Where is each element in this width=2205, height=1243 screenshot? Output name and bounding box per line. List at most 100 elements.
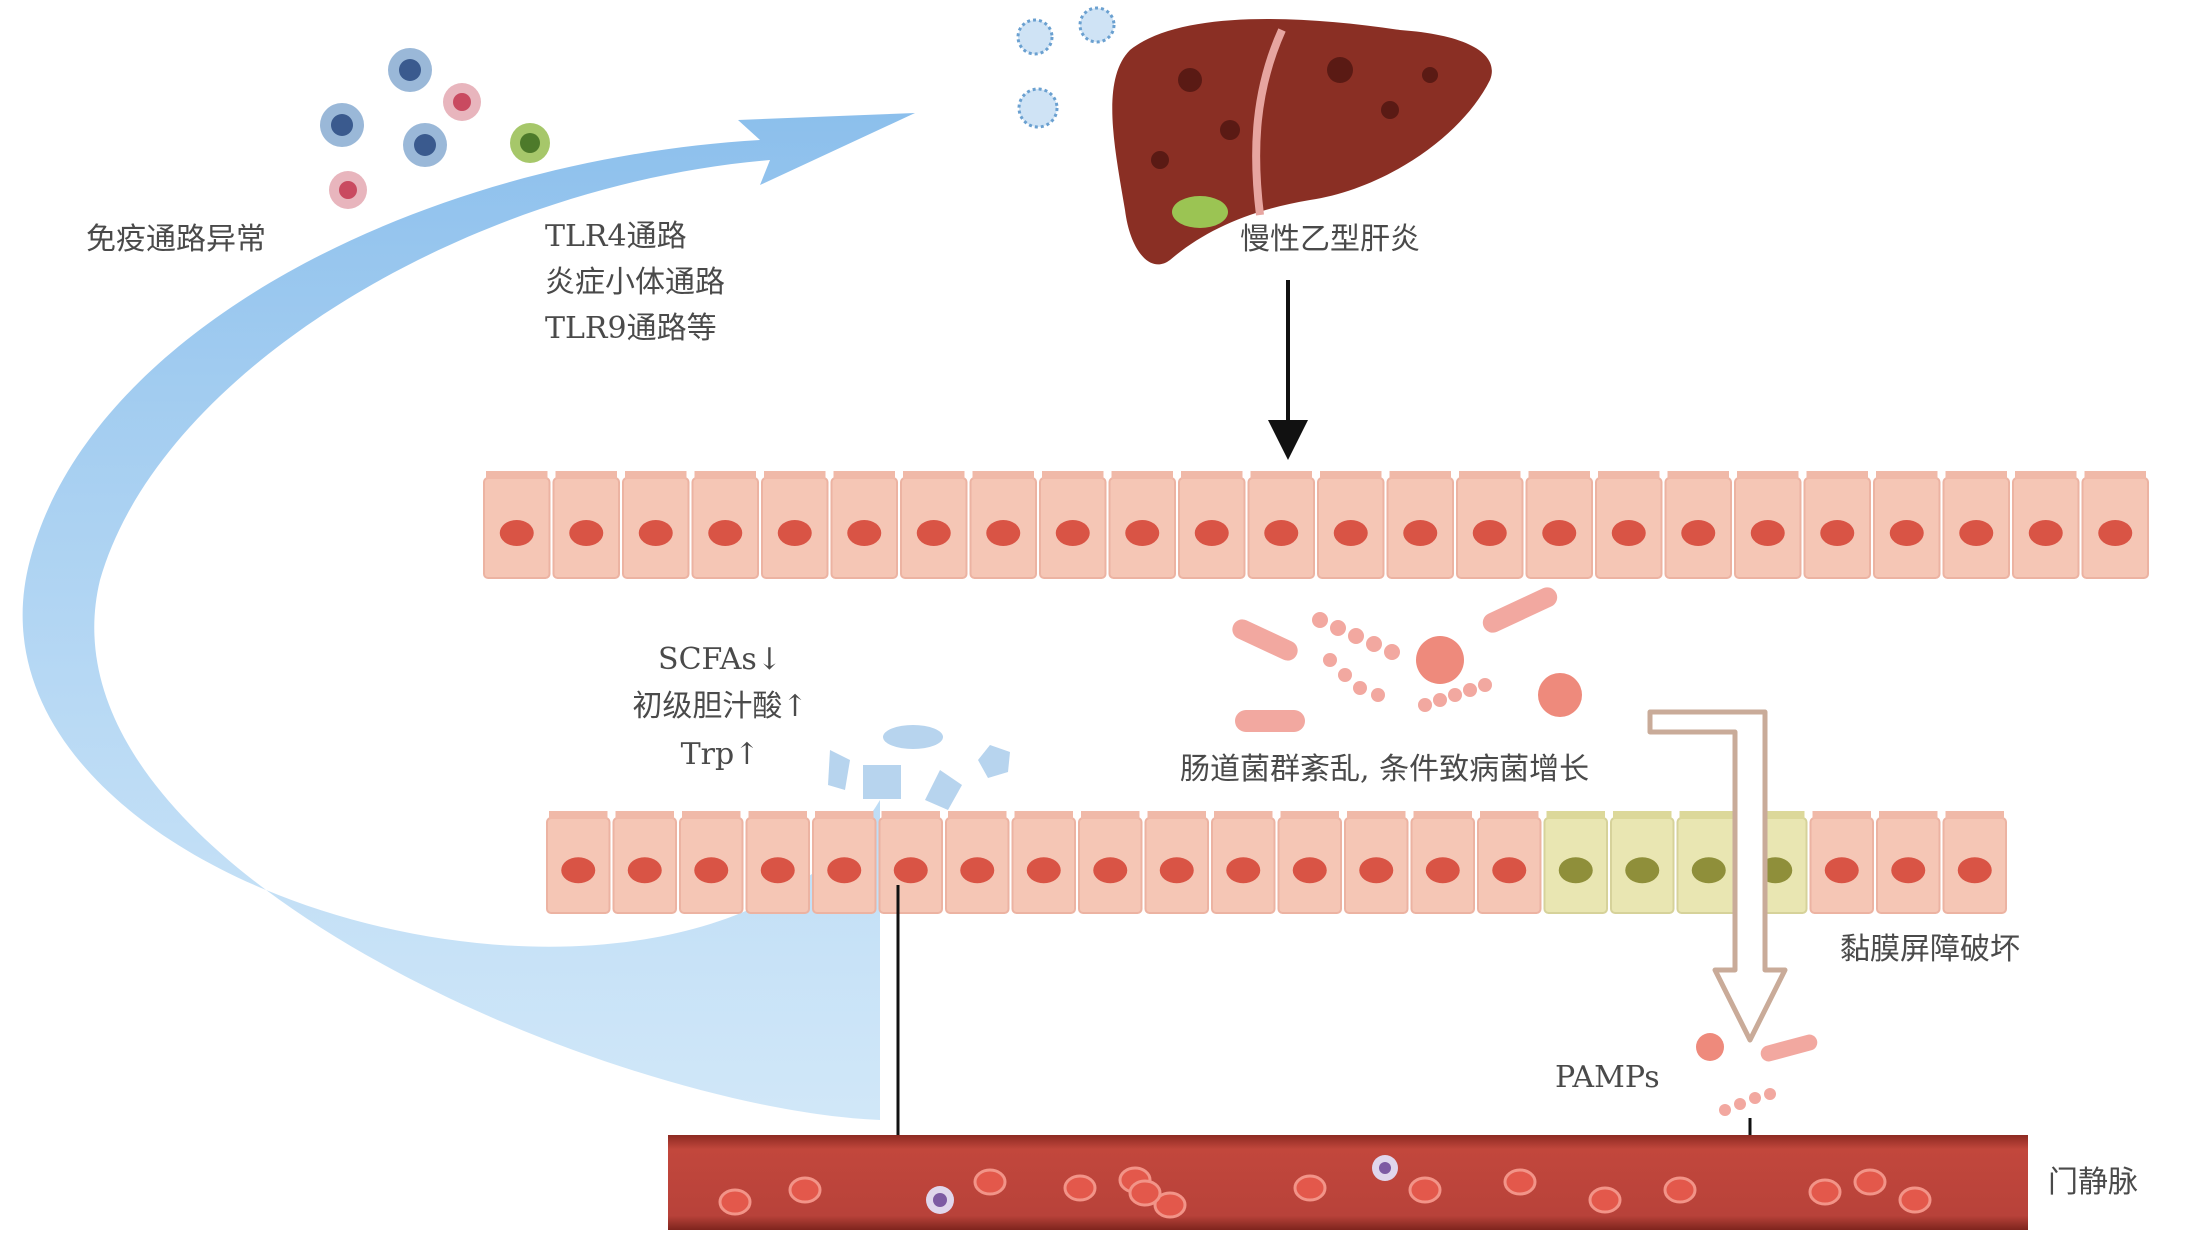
hbv-virus-cluster: [1016, 6, 1116, 129]
red-blood-cell-icon: [1063, 1174, 1097, 1202]
red-blood-cell-icon: [973, 1168, 1007, 1196]
bacterium-icon: [1482, 587, 1558, 633]
epithelial-cell: [1676, 811, 1741, 914]
pamps-label: PAMPs: [1555, 1060, 1660, 1095]
epithelial-cell: [1039, 471, 1107, 579]
epithelial-cell: [1595, 471, 1663, 579]
epithelial-cell: [1477, 811, 1542, 914]
white-blood-cell-icon: [1372, 1155, 1398, 1181]
pathway-label-tlr9: TLR9通路等: [545, 311, 717, 346]
portal-vein-label: 门静脉: [2048, 1165, 2138, 1200]
epithelial-cell: [1876, 811, 1941, 914]
epithelial-cell: [1410, 811, 1475, 914]
red-blood-cell-icon: [1128, 1179, 1162, 1207]
epithelial-cell: [1144, 811, 1209, 914]
red-blood-cell-icon: [1898, 1186, 1932, 1214]
metabolite-bile-acid: 初级胆汁酸↑: [632, 689, 808, 724]
red-blood-cell-icon: [1853, 1168, 1887, 1196]
epithelial-cell: [691, 471, 759, 579]
epithelial-cell: [1386, 471, 1454, 579]
epithelial-cell: [969, 471, 1037, 579]
epithelial-cell: [483, 471, 551, 579]
bacterium-icon: [1416, 636, 1464, 684]
red-blood-cell-icon: [1293, 1174, 1327, 1202]
epithelial-cell: [945, 811, 1010, 914]
epithelial-cell: [1211, 811, 1276, 914]
epithelial-cell: [900, 471, 968, 579]
epithelial-cell: [552, 471, 620, 579]
immune-cell-icon: [320, 103, 364, 147]
immune-cell-icon: [443, 83, 481, 121]
bacterium-icon: [1538, 673, 1582, 717]
epithelial-cell: [1525, 471, 1593, 579]
epithelial-cell: [1277, 811, 1342, 914]
epithelial-cell: [612, 811, 677, 914]
epithelial-cell: [1809, 811, 1874, 914]
epithelial-cell: [622, 471, 690, 579]
red-blood-cell-icon: [788, 1176, 822, 1204]
bacterium-icon: [1235, 710, 1305, 732]
epithelial-cell: [878, 811, 943, 914]
gut-bacteria-cluster: [1232, 587, 1582, 732]
epithelial-cell: [1247, 471, 1315, 579]
epithelial-cell: [1078, 811, 1143, 914]
immune-cell-icon: [510, 123, 550, 163]
immune-abnormal-label: 免疫通路异常: [86, 222, 266, 257]
epithelial-cell: [1011, 811, 1076, 914]
red-blood-cell-icon: [1408, 1176, 1442, 1204]
immune-cell-icon: [403, 123, 447, 167]
epithelial-cell: [1942, 811, 2007, 914]
liver-label: 慢性乙型肝炎: [1240, 222, 1420, 257]
white-blood-cell-icon: [926, 1186, 954, 1214]
epithelial-cell: [1178, 471, 1246, 579]
bacterium-icon: [1232, 619, 1298, 661]
red-blood-cells: [718, 1166, 1932, 1219]
metabolite-trp: Trp↑: [680, 737, 760, 772]
epithelial-cell: [546, 811, 611, 914]
epithelial-cell: [1803, 471, 1871, 579]
upper-epithelium: [483, 471, 2149, 579]
epithelial-cell: [1344, 811, 1409, 914]
immune-feedback-arrow: [22, 113, 915, 1120]
virus-icon: [1078, 6, 1116, 44]
virus-icon: [1016, 18, 1054, 56]
barrier-breach-arrow: [1647, 709, 1788, 1043]
pathway-label-inflammasome: 炎症小体通路: [545, 265, 725, 300]
immune-cell-icon: [388, 48, 432, 92]
epithelial-cell: [1543, 811, 1608, 914]
epithelial-cell: [1317, 471, 1385, 579]
dysbiosis-label: 肠道菌群紊乱, 条件致病菌增长: [1180, 752, 1590, 787]
epithelial-cell: [830, 471, 898, 579]
portal-vein: [668, 1135, 2028, 1230]
epithelial-cell: [1456, 471, 1524, 579]
red-blood-cell-icon: [1808, 1178, 1842, 1206]
red-blood-cell-icon: [1663, 1176, 1697, 1204]
red-blood-cell-icon: [1503, 1168, 1537, 1196]
lower-epithelium: [546, 811, 2007, 914]
epithelial-cell: [2012, 471, 2080, 579]
epithelial-cell: [1873, 471, 1941, 579]
epithelial-cell: [1734, 471, 1802, 579]
immune-cells-cluster: [320, 48, 550, 209]
pathway-label-tlr4: TLR4通路: [545, 219, 687, 254]
epithelial-cell: [745, 811, 810, 914]
red-blood-cell-icon: [1153, 1191, 1187, 1219]
epithelial-cell: [812, 811, 877, 914]
virus-icon: [1017, 87, 1059, 129]
epithelial-cell: [761, 471, 829, 579]
bacteria-chain-icon: [1312, 612, 1492, 712]
epithelial-cell: [2081, 471, 2149, 579]
red-blood-cell-icon: [1588, 1186, 1622, 1214]
epithelial-cell: [679, 811, 744, 914]
pamps-icons: [1696, 1033, 1818, 1116]
metabolite-shapes: [828, 725, 1010, 810]
barrier-label: 黏膜屏障破坏: [1840, 932, 2020, 967]
immune-cell-icon: [329, 171, 367, 209]
epithelial-cell: [1664, 471, 1732, 579]
red-blood-cell-icon: [718, 1188, 752, 1216]
liver-icon: [1112, 18, 1492, 265]
epithelial-cell: [1108, 471, 1176, 579]
metabolite-scfas: SCFAs↓: [658, 642, 782, 677]
epithelial-cell: [1610, 811, 1675, 914]
